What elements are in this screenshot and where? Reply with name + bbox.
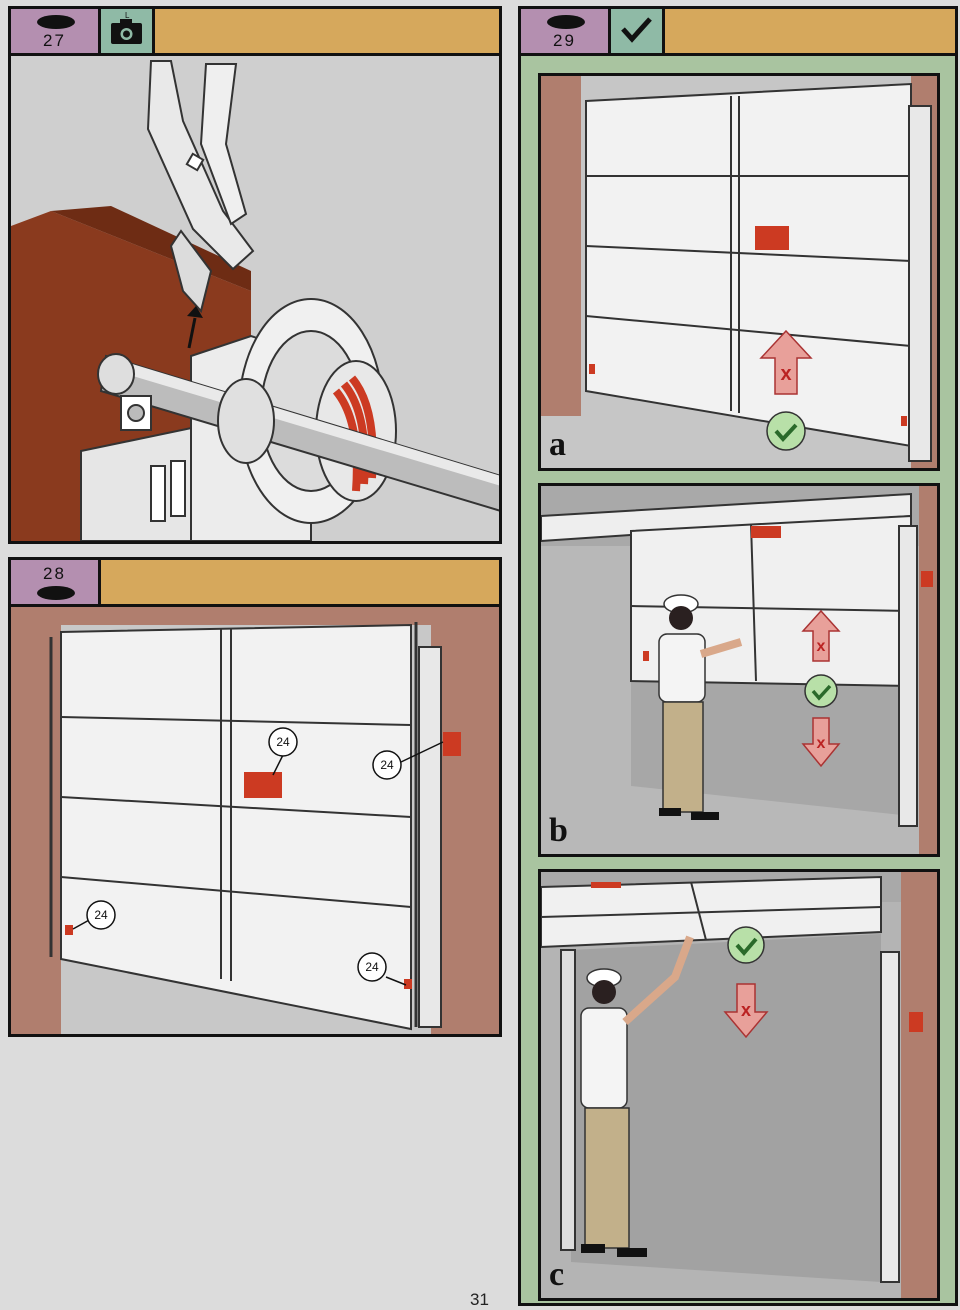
winding-bar-illustration: [11, 56, 499, 541]
ok-check-icon: [727, 926, 765, 964]
up-arrow-prohibited-icon: x: [801, 609, 841, 662]
svg-text:x: x: [817, 735, 826, 752]
check-tile: [611, 9, 665, 53]
callout-label: 24: [94, 908, 108, 922]
sub-panel-c: x c: [538, 869, 940, 1301]
step-27-panel: 27 L: [8, 6, 502, 544]
step-number: 29: [553, 31, 576, 50]
svg-text:x: x: [817, 638, 826, 655]
worker-figure: [580, 935, 694, 1257]
sub-panel-letter: c: [549, 1256, 565, 1293]
checkmark-icon: [621, 17, 652, 43]
sub-panel-letter: b: [549, 812, 568, 849]
step-number: 27: [43, 31, 66, 50]
page-number: 31: [470, 1290, 489, 1309]
step-badge: 27: [11, 9, 101, 53]
foot-icon: [547, 15, 585, 29]
callout-marker: 24: [357, 952, 387, 982]
garage-door-illustration: 24 24 24 24: [11, 607, 499, 1034]
foot-icon: [37, 15, 75, 29]
callout-label: 24: [380, 758, 394, 772]
photo-tile: L: [101, 9, 155, 53]
up-arrow-prohibited-icon: x: [759, 329, 813, 395]
sub-panel-letter: a: [549, 426, 566, 463]
step-badge: 29: [521, 9, 611, 53]
callout-marker: 24: [372, 750, 402, 780]
svg-text:x: x: [780, 363, 791, 385]
sub-panel-a: x a: [538, 73, 940, 471]
step-badge: 28: [11, 560, 101, 604]
step-number: 28: [43, 564, 66, 583]
sub-panel-b: x x b: [538, 483, 940, 857]
step-29-panel: 29 x: [518, 6, 958, 1306]
callout-marker: 24: [268, 727, 298, 757]
foot-icon: [37, 586, 75, 600]
camera-icon: L: [111, 11, 142, 44]
callout-label: 24: [365, 960, 379, 974]
down-arrow-prohibited-icon: x: [723, 983, 769, 1039]
down-arrow-prohibited-icon: x: [801, 717, 841, 768]
callout-marker: 24: [86, 900, 116, 930]
svg-text:x: x: [741, 1000, 751, 1020]
ok-check-icon: [804, 674, 838, 708]
svg-text:L: L: [125, 11, 130, 20]
ok-check-icon: [766, 411, 806, 451]
step-28-panel: 28 24: [8, 557, 502, 1037]
worker-figure: [658, 594, 743, 820]
callout-label: 24: [276, 735, 290, 749]
